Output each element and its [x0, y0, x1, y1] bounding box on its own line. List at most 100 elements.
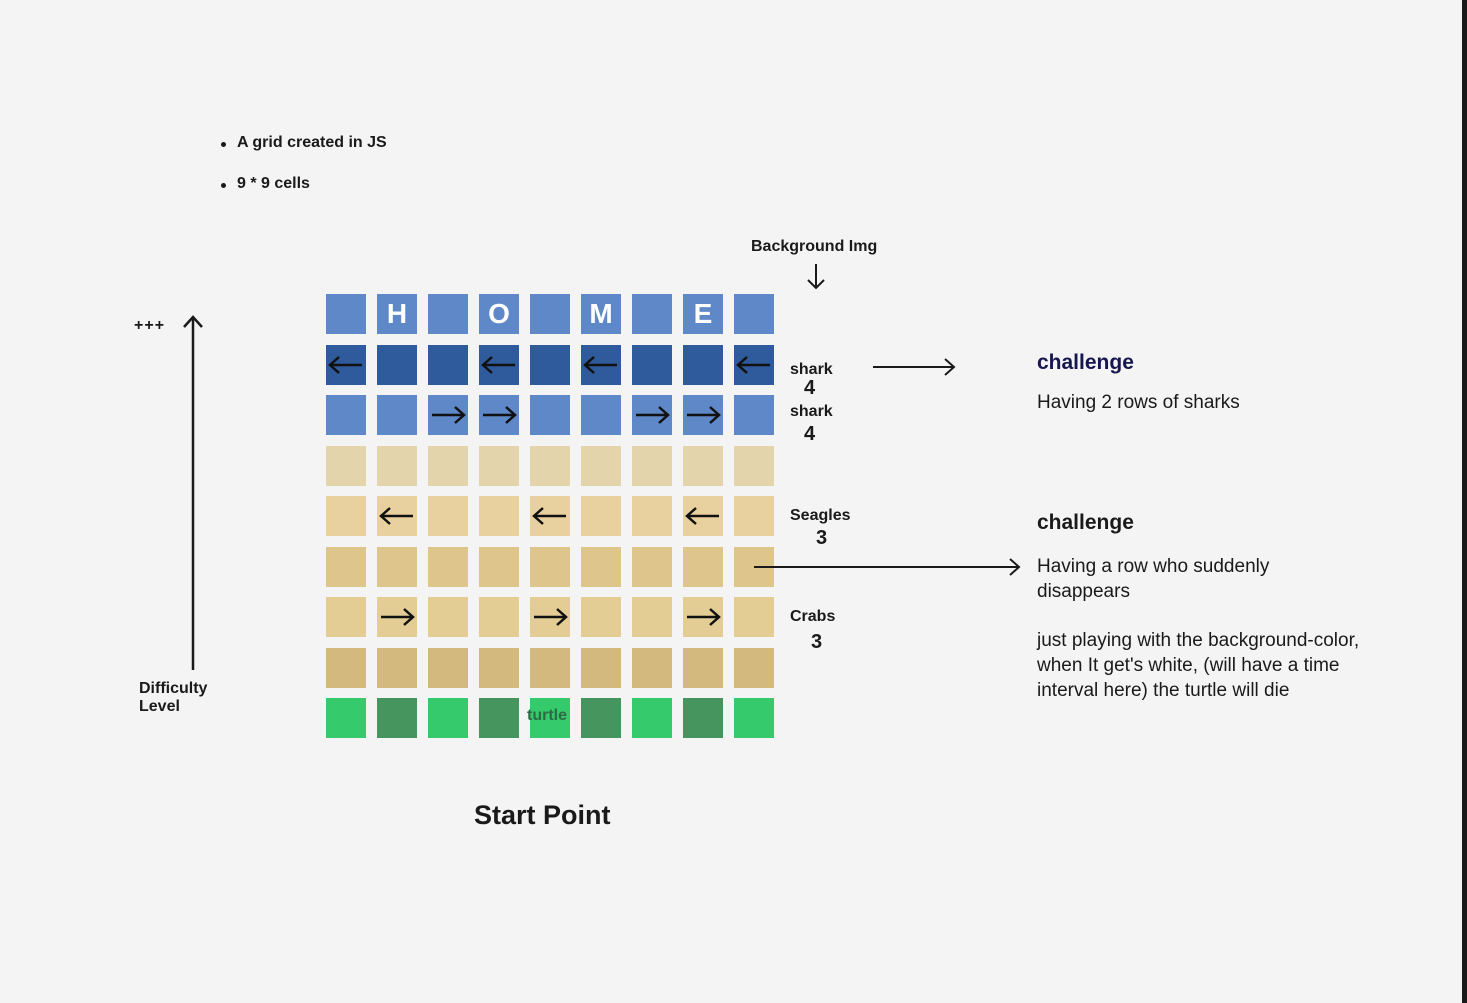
- note-item: A grid created in JS: [218, 133, 387, 153]
- grid-cell: [734, 395, 774, 435]
- grid-cell: [326, 395, 366, 435]
- grid-cell: [479, 647, 519, 688]
- grid-cell: [530, 294, 570, 334]
- challenge-title: challenge: [1037, 351, 1134, 374]
- background-img-label: Background Img: [751, 238, 878, 255]
- challenge-title: challenge: [1037, 511, 1134, 534]
- grid-cell: [530, 597, 570, 637]
- grid-cell: [428, 546, 468, 587]
- right-arrow-icon: [636, 406, 670, 424]
- grid-cell: [377, 647, 417, 688]
- grid-cell: [683, 647, 723, 688]
- grid-cell: [326, 344, 366, 385]
- grid-cell: [530, 496, 570, 536]
- left-arrow-icon: [379, 507, 413, 525]
- grid-cell: [683, 344, 723, 385]
- left-arrow-icon: [736, 355, 770, 374]
- right-arrow-icon: [687, 406, 721, 424]
- grid-cell: [683, 445, 723, 486]
- turtle-label: turtle: [527, 707, 567, 724]
- grid-cell: [530, 344, 570, 385]
- row-count-shark-1: 4: [804, 377, 816, 399]
- grid-cell: [530, 546, 570, 587]
- challenge-detail-text: just playing with the background-color, …: [1037, 630, 1360, 701]
- grid-cell: [632, 395, 672, 435]
- grid-cell: [377, 496, 417, 536]
- grid-cell: [581, 597, 621, 637]
- grid-cell: [479, 344, 519, 385]
- grid-cell: [479, 496, 519, 536]
- grid-cell: [683, 698, 723, 738]
- row-label-seagles: Seagles: [790, 507, 851, 524]
- difficulty-plus-label: +++: [134, 317, 166, 334]
- notes-list: A grid created in JS 9 * 9 cells: [218, 133, 387, 215]
- grid-cell: [581, 344, 621, 385]
- grid-cell: [683, 395, 723, 435]
- grid-cell: [530, 698, 570, 738]
- row-label-shark-2: shark: [790, 403, 833, 420]
- home-letter: H: [386, 298, 408, 329]
- challenge-text: Having a row who suddenly disappears: [1037, 556, 1270, 602]
- grid-cell: [734, 597, 774, 637]
- note-item: 9 * 9 cells: [218, 174, 387, 194]
- grid-cell: [326, 496, 366, 536]
- grid-cell: [632, 294, 672, 334]
- row-label-crabs: Crabs: [790, 608, 836, 625]
- grid-cell: [683, 496, 723, 536]
- grid-cell: [377, 344, 417, 385]
- difficulty-label-line1: Difficulty: [139, 680, 208, 697]
- grid-cell: [530, 395, 570, 435]
- grid-cell: [326, 445, 366, 486]
- row-count-seagles: 3: [816, 527, 828, 549]
- grid-cell: [326, 698, 366, 738]
- disappear-challenge-arrow-icon: [754, 558, 1021, 576]
- grid-cell: [581, 496, 621, 536]
- grid-cell: [632, 647, 672, 688]
- grid-cell: [479, 395, 519, 435]
- grid-cell: [377, 546, 417, 587]
- grid-cell: [428, 294, 468, 334]
- grid-cell: [377, 445, 417, 486]
- grid-cell: H: [377, 294, 417, 334]
- grid-cell: [479, 445, 519, 486]
- shark-challenge-arrow-icon: [873, 358, 956, 376]
- difficulty-label: Difficulty Level: [139, 680, 207, 716]
- grid-cell: O: [479, 294, 519, 334]
- difficulty-up-arrow-icon: [183, 315, 203, 670]
- home-letter: E: [693, 298, 713, 329]
- grid-cell: [428, 445, 468, 486]
- grid-cell: [377, 395, 417, 435]
- grid-cell: [632, 546, 672, 587]
- left-arrow-icon: [328, 355, 362, 374]
- grid-cell: [632, 344, 672, 385]
- grid-cell: [683, 597, 723, 637]
- grid-cell: [581, 698, 621, 738]
- grid-cell: [428, 395, 468, 435]
- grid-cell: [326, 294, 366, 334]
- left-arrow-icon: [685, 507, 719, 525]
- right-arrow-icon: [483, 406, 517, 424]
- right-arrow-icon: [381, 608, 415, 626]
- grid-cell: [734, 698, 774, 738]
- grid-cell: [326, 647, 366, 688]
- right-border: [1462, 0, 1467, 1003]
- grid-cell: [632, 445, 672, 486]
- grid-cell: [581, 445, 621, 486]
- left-arrow-icon: [532, 507, 566, 525]
- left-arrow-icon: [481, 355, 515, 374]
- right-arrow-icon: [687, 608, 721, 626]
- grid-cell: [734, 294, 774, 334]
- start-point-label: Start Point: [474, 800, 611, 830]
- grid-cell: [632, 698, 672, 738]
- grid-cell: [428, 647, 468, 688]
- grid-cell: [734, 496, 774, 536]
- row-label-shark-1: shark: [790, 361, 833, 378]
- grid-cell: [734, 445, 774, 486]
- grid-cell: [428, 698, 468, 738]
- grid-cell: [683, 546, 723, 587]
- grid-cell: [632, 597, 672, 637]
- grid-cell: M: [581, 294, 621, 334]
- grid-cell: [479, 546, 519, 587]
- grid-cell: [530, 647, 570, 688]
- difficulty-label-line2: Level: [139, 698, 180, 715]
